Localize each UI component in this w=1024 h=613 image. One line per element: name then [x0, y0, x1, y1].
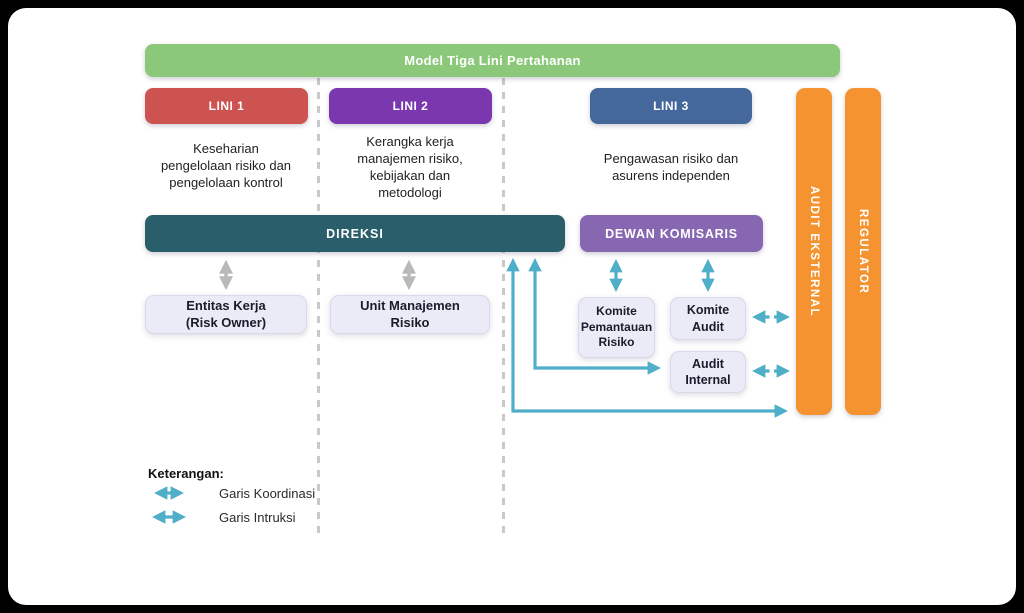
badge-lini-2: LINI 2	[329, 88, 492, 124]
box-entitas-kerja: Entitas Kerja (Risk Owner)	[145, 295, 307, 334]
diagram-title-bar: Model Tiga Lini Pertahanan	[145, 44, 840, 77]
description-lini-3: Pengawasan risiko dan asurens independen	[603, 151, 739, 184]
legend-title: Keterangan:	[148, 466, 224, 481]
audit-eksternal-bar: AUDIT EKSTERNAL	[796, 88, 832, 415]
dewan-komisaris-bar: DEWAN KOMISARIS	[580, 215, 763, 252]
direksi-bar: DIREKSI	[145, 215, 565, 252]
description-lini-1: Keseharian pengelolaan risiko dan pengel…	[160, 141, 292, 191]
regulator-bar: REGULATOR	[845, 88, 881, 415]
box-audit-internal: Audit Internal	[670, 351, 746, 393]
regulator-label: REGULATOR	[857, 208, 869, 295]
description-lini-2: Kerangka kerja manajemen risiko, kebijak…	[357, 134, 463, 201]
column-separator-2	[502, 78, 505, 533]
box-komite-pemantauan-risiko: Komite Pemantauan Risiko	[578, 297, 655, 358]
legend-label-koordinasi: Garis Koordinasi	[219, 486, 316, 501]
badge-lini-1: LINI 1	[145, 88, 308, 124]
audit-eksternal-label: AUDIT EKSTERNAL	[808, 185, 820, 318]
box-unit-manajemen-risiko: Unit Manajemen Risiko	[330, 295, 490, 334]
box-komite-audit: Komite Audit	[670, 297, 746, 340]
diagram-title: Model Tiga Lini Pertahanan	[404, 53, 581, 68]
badge-lini-2-label: LINI 2	[392, 99, 429, 113]
badge-lini-3: LINI 3	[590, 88, 752, 124]
badge-lini-3-label: LINI 3	[653, 99, 689, 113]
column-separator-1	[317, 78, 320, 533]
badge-lini-1-label: LINI 1	[208, 99, 245, 113]
direksi-label: DIREKSI	[326, 226, 384, 241]
legend-label-intruksi: Garis Intruksi	[219, 510, 296, 525]
dewan-komisaris-label: DEWAN KOMISARIS	[605, 226, 738, 241]
